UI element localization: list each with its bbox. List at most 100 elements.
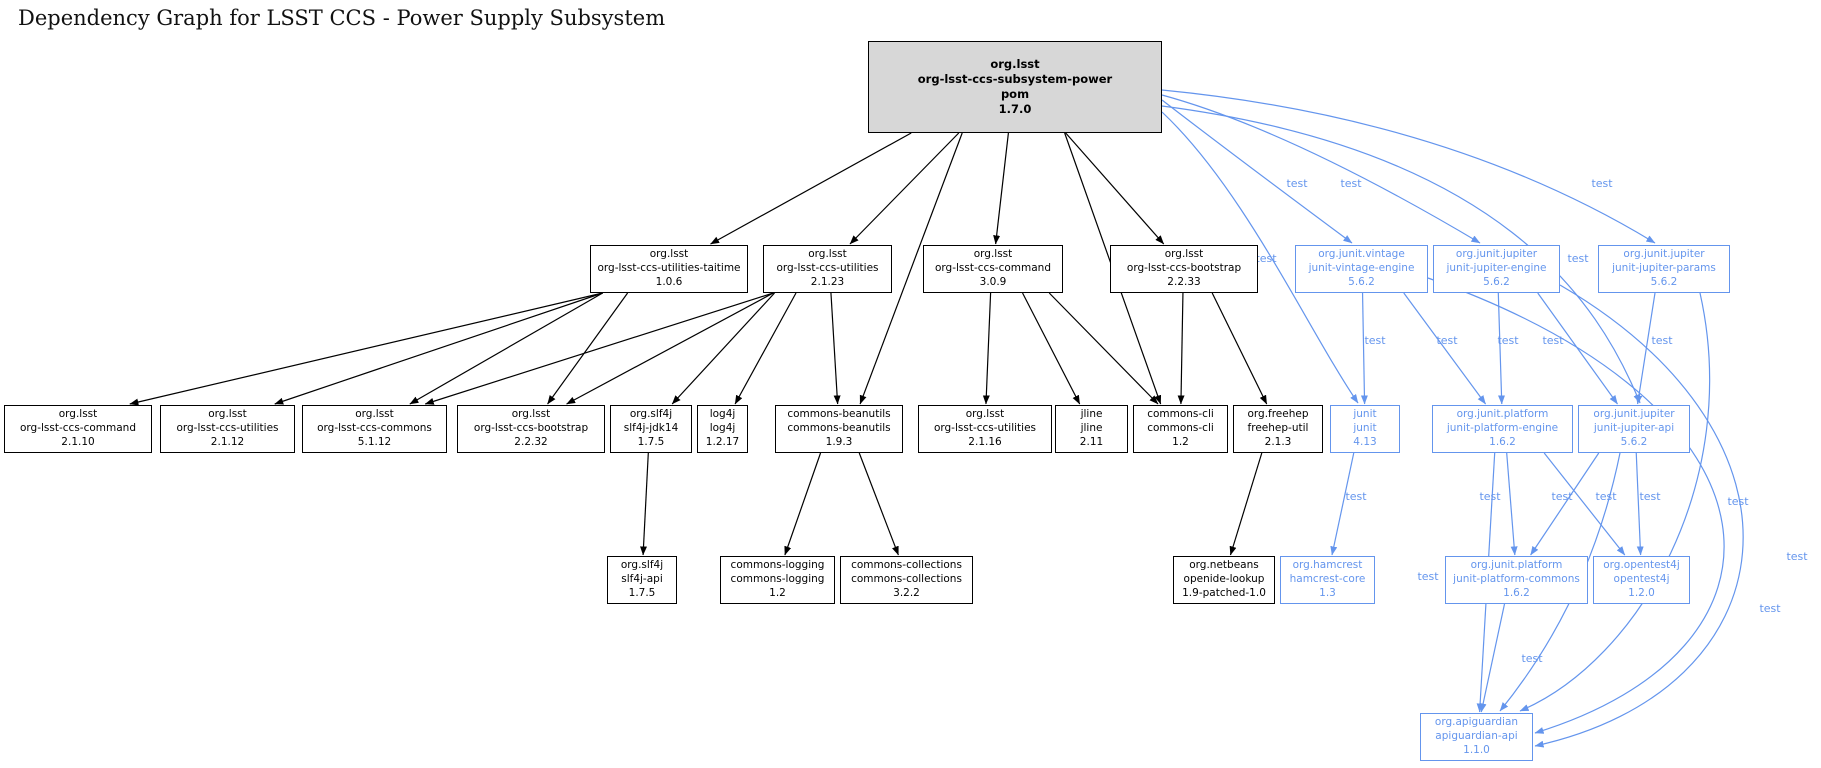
edge-jupiterEngine-jupiterApi [1537, 292, 1618, 405]
node-junit413-line-0: junit [1353, 408, 1377, 421]
edge-label-test: test [1521, 652, 1543, 665]
node-beanutils-line-2: 1.9.3 [825, 435, 853, 448]
node-slf4jApi-line-1: slf4j-api [621, 573, 663, 586]
node-jupiterApi-line-1: junit-jupiter-api [1593, 422, 1675, 435]
node-commonsCollections-line-1: commons-collections [851, 573, 962, 586]
node-jupiterEngine-line-2: 5.6.2 [1483, 275, 1510, 288]
node-taitime-line-0: org.lsst [649, 248, 689, 261]
node-vintage-line-2: 5.6.2 [1348, 275, 1375, 288]
edge-root-jupiterParams [1161, 89, 1656, 244]
node-command309-line-0: org.lsst [973, 248, 1013, 261]
node-cli-line-2: 1.2 [1172, 435, 1189, 448]
node-utilities2112-line-0: org.lsst [208, 408, 247, 421]
node-commonsLogging-line-0: commons-logging [730, 559, 825, 572]
edge-label-test: test [1255, 252, 1277, 265]
edge-label-test: test [1345, 490, 1367, 503]
node-jupiterEngine-line-0: org.junit.jupiter [1455, 248, 1538, 261]
node-junit413-line-1: junit [1353, 422, 1377, 435]
edge-bootstrap2233-cli [1177, 292, 1185, 405]
edge-vintage-platformEngine [1403, 292, 1487, 405]
node-slf4jJdk14-line-2: 1.7.5 [637, 435, 665, 448]
edge-label-test: test [1759, 602, 1781, 615]
node-jupiterApi-line-2: 5.6.2 [1620, 435, 1648, 448]
edge-label-test: test [1417, 570, 1439, 583]
node-bootstrap2232-line-2: 2.2.32 [514, 435, 548, 448]
node-jupiterParams-line-2: 5.6.2 [1650, 275, 1678, 288]
edge-taitime-command2110 [129, 292, 603, 406]
node-apiguardian-line-1: apiguardian-api [1435, 730, 1518, 743]
node-jupiterEngine-line-1: junit-jupiter-engine [1446, 262, 1547, 275]
edge-label-test: test [1436, 334, 1458, 347]
node-cli-line-0: commons-cli [1147, 408, 1214, 421]
edge-platformEngine-platformCommons [1506, 452, 1518, 556]
node-slf4jJdk14-line-1: slf4j-jdk14 [623, 422, 679, 435]
node-log4j-line-2: 1.2.17 [705, 435, 740, 448]
node-slf4jApi-line-0: org.slf4j [620, 559, 664, 572]
node-beanutils-line-1: commons-beanutils [787, 422, 891, 435]
edge-utilities2123-slf4jJdk14 [671, 292, 775, 405]
node-bootstrap2233-line-1: org-lsst-ccs-bootstrap [1126, 262, 1242, 275]
edge-bootstrap2233-freehep [1211, 292, 1268, 405]
node-commonsLogging-line-2: 1.2 [769, 586, 786, 599]
node-utilities2116-line-0: org.lsst [965, 408, 1005, 421]
node-utilities2123-line-2: 2.1.23 [810, 275, 845, 288]
edge-label-test: test [1595, 490, 1617, 503]
edge-root-taitime [710, 132, 912, 245]
node-root-line-3: 1.7.0 [998, 102, 1032, 117]
edge-jupiterEngine-apiguardian [1534, 284, 1744, 748]
node-commonsLogging-line-1: commons-logging [730, 573, 825, 586]
edge-label-test: test [1364, 334, 1386, 347]
edge-platformCommons-apiguardian [1479, 603, 1506, 713]
edge-label-test: test [1591, 177, 1613, 190]
node-utilities2116-line-1: org-lsst-ccs-utilities [933, 422, 1037, 435]
node-opentest4j-line-0: org.opentest4j [1603, 559, 1680, 572]
node-platformEngine-line-2: 1.6.2 [1489, 435, 1516, 448]
node-utilities2112-line-2: 2.1.12 [210, 435, 245, 448]
edge-taitime-bootstrap2232 [547, 292, 629, 405]
node-command2110-line-0: org.lsst [58, 408, 98, 421]
edge-utilities2123-bootstrap2232 [566, 292, 774, 405]
edge-junit413-hamcrest [1330, 452, 1355, 556]
edge-root-beanutils [859, 132, 963, 405]
edge-root-junit413 [1161, 111, 1359, 404]
node-root-line-1: org-lsst-ccs-subsystem-power [917, 71, 1113, 86]
edge-jupiterApi-opentest4j [1635, 452, 1644, 556]
node-platformCommons-line-2: 1.6.2 [1503, 586, 1530, 599]
edge-taitime-commons5112 [409, 292, 603, 405]
node-platformCommons-line-1: junit-platform-commons [1453, 573, 1580, 586]
node-root-line-0: org.lsst [990, 56, 1040, 71]
edge-jupiterApi-platformCommons [1530, 452, 1600, 556]
node-vintage-line-1: junit-vintage-engine [1308, 262, 1415, 275]
node-jupiterApi-line-0: org.junit.jupiter [1593, 408, 1675, 421]
edge-utilities2123-commons5112 [424, 292, 774, 405]
edge-root-utilities2123 [849, 132, 960, 245]
node-apiguardian-line-0: org.apiguardian [1434, 716, 1519, 729]
edge-label-test: test [1479, 490, 1501, 503]
edge-command309-utilities2116 [982, 292, 992, 405]
edge-slf4jJdk14-slf4jApi [640, 452, 649, 556]
node-utilities2123-line-0: org.lsst [808, 248, 847, 261]
node-command2110-line-1: org-lsst-ccs-command [20, 422, 136, 435]
diagram-title: Dependency Graph for LSST CCS - Power Su… [18, 6, 666, 30]
node-vintage-line-0: org.junit.vintage [1318, 248, 1405, 261]
edge-root-bootstrap2233 [1065, 132, 1165, 245]
node-commons5112-line-1: org-lsst-ccs-commons [317, 422, 432, 435]
node-platformEngine-line-0: org.junit.platform [1456, 408, 1549, 421]
node-utilities2112-line-1: org-lsst-ccs-utilities [176, 422, 279, 435]
edge-root-jupiterApi [1161, 105, 1641, 404]
edge-label-test: test [1651, 334, 1673, 347]
